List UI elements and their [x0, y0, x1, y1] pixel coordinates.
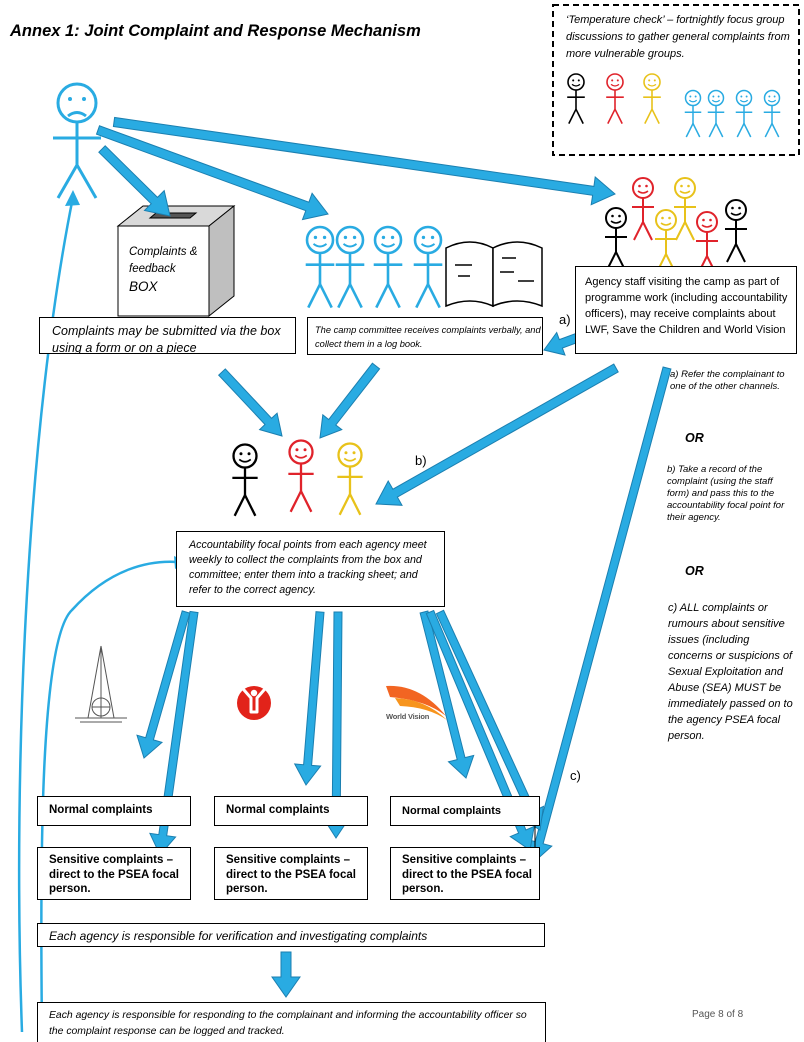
staff-figure — [631, 177, 655, 241]
box-label-bottom: BOX — [129, 279, 158, 294]
normal-complaints-box: Normal complaints — [214, 796, 368, 826]
option-a-text: a) Refer the complainant to one of the o… — [670, 369, 785, 392]
small-figure — [566, 73, 586, 125]
normal-complaints-box: Normal complaints — [37, 796, 191, 826]
arrow-label-a: a) — [559, 312, 571, 327]
flow-arrow — [217, 368, 283, 437]
or-label-2: OR — [685, 564, 704, 578]
committee-channel-text: The camp committee receives complaints v… — [307, 317, 543, 355]
staff-figure — [724, 199, 748, 263]
flow-arrow — [375, 363, 619, 506]
flow-arrow — [112, 116, 616, 206]
sensitive-complaints-box: Sensitive complaints – direct to the PSE… — [390, 847, 540, 900]
responding-text: Each agency is responsible for respondin… — [49, 1010, 527, 1037]
flow-arrow — [425, 609, 535, 851]
temperature-check-text: ‘Temperature check’ – fortnightly focus … — [566, 14, 790, 60]
box-label-top: Complaints & feedback — [129, 246, 198, 275]
staff-figure — [695, 211, 719, 275]
staff-figure — [673, 177, 697, 241]
feedback-loop-arrowhead — [65, 190, 80, 206]
or-label-1: OR — [685, 431, 704, 445]
focal-points-text: Accountability focal points from each ag… — [189, 539, 427, 596]
focal-points-box: Accountability focal points from each ag… — [176, 531, 445, 607]
page-number: Page 8 of 8 — [692, 1009, 744, 1020]
focal-figure — [287, 439, 315, 513]
flow-arrow — [98, 145, 171, 217]
sensitive-complaints-label: Sensitive complaints – direct to the PSE… — [49, 854, 179, 895]
box-channel-label: Complaints may be submitted via the box … — [52, 324, 281, 354]
world-vision-logo — [386, 685, 447, 720]
small-figure — [642, 73, 662, 125]
complainant-figure — [53, 82, 101, 199]
responding-box: Each agency is responsible for respondin… — [37, 1002, 546, 1042]
sensitive-complaints-box: Sensitive complaints – direct to the PSE… — [214, 847, 368, 900]
committee-figure — [412, 225, 444, 309]
committee-figure — [372, 225, 404, 309]
option-c-text: c) ALL complaints or rumours about sensi… — [668, 602, 793, 742]
flow-arrow — [525, 366, 672, 863]
ballot-box — [116, 204, 236, 318]
flow-arrow — [319, 362, 381, 439]
sensitive-complaints-label: Sensitive complaints – direct to the PSE… — [402, 854, 532, 895]
small-figure — [763, 89, 781, 138]
staff-channel-text: Agency staff visiting the camp as part o… — [575, 266, 797, 354]
flow-arrow — [271, 951, 301, 998]
flow-arrow — [293, 611, 325, 786]
normal-complaints-label: Normal complaints — [226, 804, 330, 816]
flow-arrow — [419, 610, 475, 779]
focal-figure — [231, 443, 259, 517]
box-channel-text: Complaints may be submitted via the box … — [39, 317, 296, 354]
flow-arrow — [136, 610, 191, 759]
committee-figure — [334, 225, 366, 309]
flow-arrow — [95, 125, 329, 221]
verification-text: Each agency is responsible for verificat… — [49, 929, 428, 943]
staff-channel-label: Agency staff visiting the camp as part o… — [585, 276, 788, 336]
small-figure — [707, 89, 725, 138]
arrow-label-c: c) — [570, 768, 581, 783]
sensitive-complaints-box: Sensitive complaints – direct to the PSE… — [37, 847, 191, 900]
temperature-check-box — [552, 4, 800, 156]
flow-arrow — [149, 610, 199, 856]
committee-figure — [304, 225, 336, 309]
committee-channel-label: The camp committee receives complaints v… — [315, 325, 541, 349]
arrow-label-b: b) — [415, 453, 427, 468]
save-the-children-logo — [237, 686, 271, 720]
verification-box: Each agency is responsible for verificat… — [37, 923, 545, 947]
staff-figure — [654, 209, 678, 273]
log-book — [445, 241, 543, 308]
staff-figure — [604, 207, 628, 271]
normal-complaints-box: Normal complaints — [390, 796, 540, 826]
focal-figure — [336, 442, 364, 516]
world-vision-wordmark: World Vision — [386, 712, 430, 721]
flow-arrows — [95, 116, 672, 998]
lwf-logo — [75, 645, 127, 723]
option-b-text: b) Take a record of the complaint (using… — [667, 464, 785, 523]
page-title: Annex 1: Joint Complaint and Response Me… — [10, 22, 421, 40]
normal-complaints-label: Normal complaints — [49, 804, 153, 816]
normal-complaints-label: Normal complaints — [402, 805, 502, 817]
small-figure — [684, 89, 702, 138]
sensitive-complaints-label: Sensitive complaints – direct to the PSE… — [226, 854, 356, 895]
small-figure — [735, 89, 753, 138]
small-figure — [605, 73, 625, 125]
feedback-loop-curve — [17, 196, 75, 1033]
